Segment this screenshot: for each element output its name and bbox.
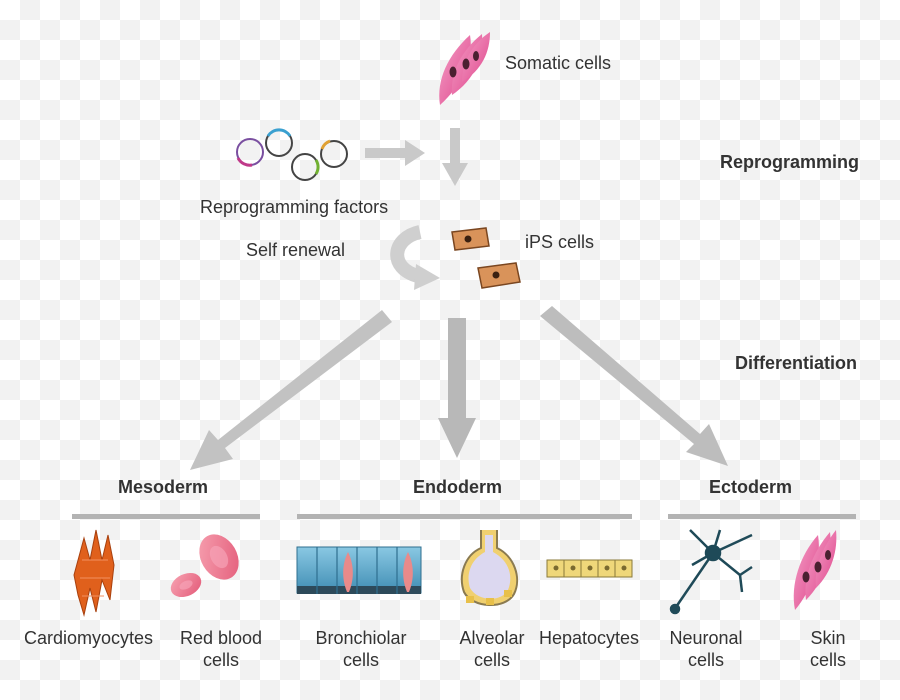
skin-cells-icon [793,530,837,610]
skin-cells-label: Skin cells [788,627,868,671]
endoderm-bar [297,514,632,519]
ectoderm-label: Ectoderm [709,477,793,497]
mesoderm-label: Mesoderm [118,477,209,497]
mesoderm-bar [72,514,260,519]
ectoderm-bar [668,514,856,519]
alveolar-cells-line2: cells [473,650,510,670]
reprogramming-factors-label: Reprogramming factors [200,197,389,217]
ips-cells-label: iPS cells [525,232,595,252]
bronchiolar-cells-icon [296,546,422,594]
bronchiolar-cells-line2: cells [342,650,379,670]
cardiomyocytes-label: Cardiomyocytes [24,628,154,648]
neuronal-cells-icon [669,529,753,615]
bronchiolar-cells-label: Bronchiolar cells [300,627,422,671]
cardiomyocytes-icon [73,529,115,617]
red-blood-cells-icon [170,534,239,598]
ips-cells-icon [451,227,521,289]
red-blood-cells-label: Red blood cells [160,627,282,671]
alveolar-cells-line1: Alveolar [459,628,525,648]
somatic-cells-label: Somatic cells [505,53,612,73]
self-renewal-label: Self renewal [246,240,346,260]
neuronal-cells-line2: cells [687,650,724,670]
red-blood-cells-line2: cells [202,650,239,670]
bronchiolar-cells-line1: Bronchiolar [315,628,407,648]
somatic-cells-icon [439,32,490,105]
hepatocytes-icon [546,559,633,578]
differentiation-arrows [190,306,728,470]
skin-cells-line2: cells [809,650,846,670]
neuronal-cells-line1: Neuronal [669,628,743,648]
alveolar-cells-icon [460,530,519,607]
hepatocytes-label: Hepatocytes [539,628,640,648]
alveolar-cells-label: Alveolar cells [442,627,542,671]
skin-cells-line1: Skin [810,628,846,648]
differentiation-label: Differentiation [735,353,858,373]
self-renewal-arrow-icon [390,225,440,290]
reprogramming-label: Reprogramming [720,152,860,172]
reprogramming-factors-icon [236,128,348,181]
neuronal-cells-label: Neuronal cells [656,627,756,671]
red-blood-cells-line1: Red blood [179,628,263,648]
reprogramming-arrows [365,128,468,186]
endoderm-label: Endoderm [413,477,503,497]
